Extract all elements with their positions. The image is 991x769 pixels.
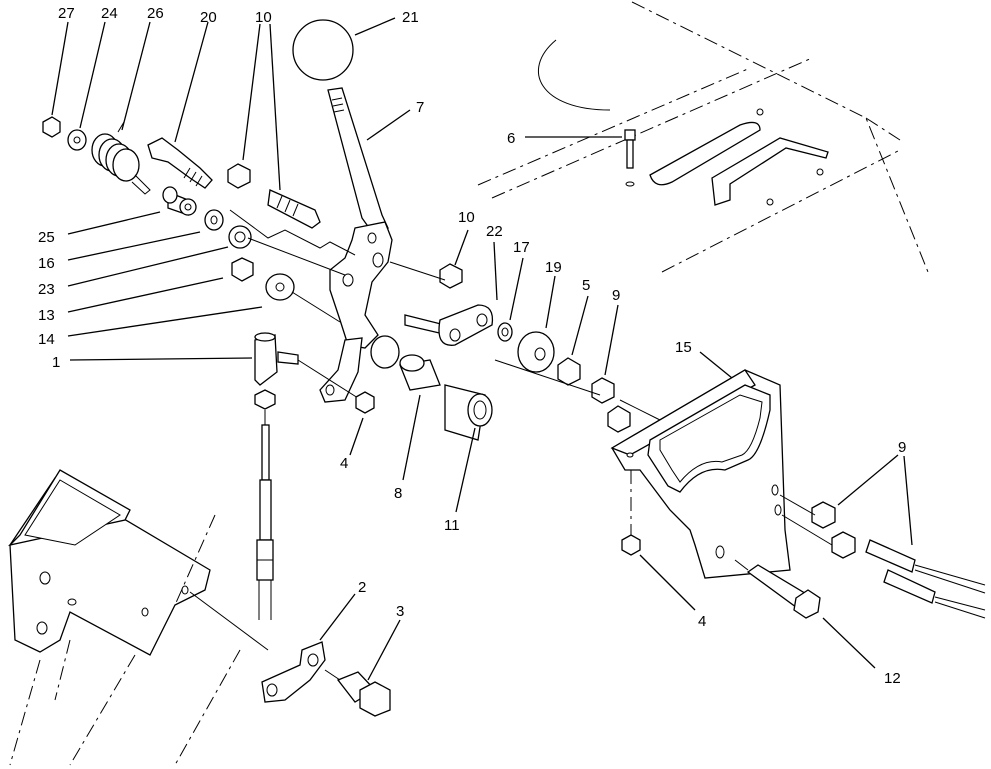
callout-3: 3	[396, 603, 404, 620]
frame-bracket	[7, 469, 269, 766]
clamp-and-bolt	[261, 641, 391, 717]
callout-6: 6	[507, 130, 515, 147]
callout-23: 23	[38, 281, 55, 298]
callout-8: 8	[394, 485, 402, 502]
callout-12: 12	[884, 670, 901, 687]
callout-24: 24	[101, 5, 118, 22]
callout-20: 20	[200, 9, 217, 26]
callout-15: 15	[675, 339, 692, 356]
callout-14: 14	[38, 331, 55, 348]
callout-10-top: 10	[255, 9, 272, 26]
callout-25: 25	[38, 229, 55, 246]
callout-27: 27	[58, 5, 75, 22]
mounting-panel	[477, 1, 929, 273]
callout-9-top: 9	[612, 287, 620, 304]
pivot-hardware	[42, 116, 356, 323]
callout-11: 11	[444, 517, 460, 534]
callout-16: 16	[38, 255, 55, 272]
callout-19: 19	[545, 259, 562, 276]
callout-26: 26	[147, 5, 164, 22]
callout-4-right: 4	[698, 613, 706, 630]
callout-2: 2	[358, 579, 366, 596]
callout-21: 21	[402, 9, 419, 26]
bracket-15	[610, 369, 986, 619]
callout-5: 5	[582, 277, 590, 294]
callout-17: 17	[513, 239, 530, 256]
center-bushings	[389, 261, 661, 441]
leader-lines	[51, 17, 913, 681]
callout-1: 1	[52, 354, 60, 371]
callout-9-right: 9	[898, 439, 906, 456]
cable-assembly	[254, 332, 375, 620]
callout-13: 13	[38, 307, 55, 324]
callout-10-right: 10	[458, 209, 475, 226]
callout-4-center: 4	[340, 455, 348, 472]
shift-lever-assembly	[292, 19, 400, 403]
callout-22: 22	[486, 223, 503, 240]
callout-labels: 27 24 26 20 10 21 7 6 25 16 23 13 14 1 1…	[38, 5, 906, 687]
callout-7: 7	[416, 99, 424, 116]
